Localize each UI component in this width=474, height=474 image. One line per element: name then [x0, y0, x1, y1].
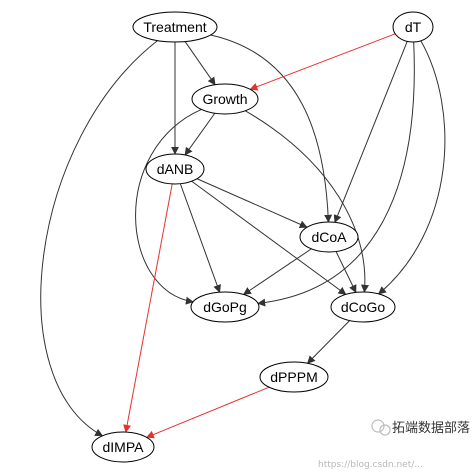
edge-dt-to-dgopg [257, 41, 415, 307]
edge-dcoa-to-dgopg [242, 248, 312, 295]
node-ellipse [91, 431, 155, 463]
node-ellipse [145, 153, 205, 185]
edge-growth-to-dgopg [135, 109, 202, 305]
node-danb: dANB [145, 153, 205, 185]
node-label: dANB [157, 161, 194, 177]
edge-growth-to-dcogo [245, 110, 369, 293]
edges-layer [40, 33, 446, 439]
node-dt: dT [392, 11, 434, 43]
edge-danb-to-dimpa [123, 183, 173, 433]
node-label: Growth [202, 91, 247, 107]
node-dpppm: dPPPM [259, 361, 329, 393]
node-dcoa: dCoA [299, 221, 359, 253]
watermark: 拓端数据部落 https://blog.csdn.net/... [318, 419, 470, 470]
edge-dt-to-growth [249, 33, 396, 91]
node-label: dGoPg [203, 299, 247, 315]
node-ellipse [259, 361, 329, 393]
node-label: Treatment [143, 19, 206, 35]
node-growth: Growth [191, 83, 259, 115]
node-label: dT [405, 19, 422, 35]
edge-danb-to-dgopg [179, 183, 221, 293]
node-ellipse [330, 291, 396, 323]
node-treatment: Treatment [132, 11, 218, 43]
node-ellipse [299, 221, 359, 253]
node-ellipse [191, 83, 259, 115]
node-ellipse [132, 11, 218, 43]
node-dgopg: dGoPg [190, 291, 260, 323]
node-label: dIMPA [103, 439, 145, 455]
edge-dt-to-dcogo [378, 40, 446, 295]
edge-dcoa-to-dcogo [335, 251, 357, 294]
node-ellipse [190, 291, 260, 323]
node-label: dCoA [311, 229, 347, 245]
edge-treatment-to-growth [184, 41, 216, 86]
edge-dcogo-to-dpppm [306, 320, 350, 364]
watermark-url: https://blog.csdn.net/... [318, 460, 423, 470]
node-label: dPPPM [270, 369, 317, 385]
wechat-logo-icon [371, 419, 391, 436]
edge-dpppm-to-dimpa [145, 386, 270, 439]
edge-treatment-to-dcoa [210, 34, 333, 223]
watermark-text: 拓端数据部落 [392, 420, 470, 435]
edge-treatment-to-dimpa [40, 40, 158, 437]
edge-dt-to-dcoa [333, 41, 408, 224]
node-dimpa: dIMPA [91, 431, 155, 463]
node-ellipse [392, 11, 434, 43]
node-label: dCoGo [341, 299, 386, 315]
edge-danb-to-dcogo [191, 180, 347, 295]
node-dcogo: dCoGo [330, 291, 396, 323]
edge-danb-to-dcoa [196, 178, 308, 229]
edge-growth-to-danb [184, 112, 216, 156]
nodes-layer: Treatment dT Growth dANB dCoA dGoPg dCoGo dPPPM… [91, 11, 434, 463]
